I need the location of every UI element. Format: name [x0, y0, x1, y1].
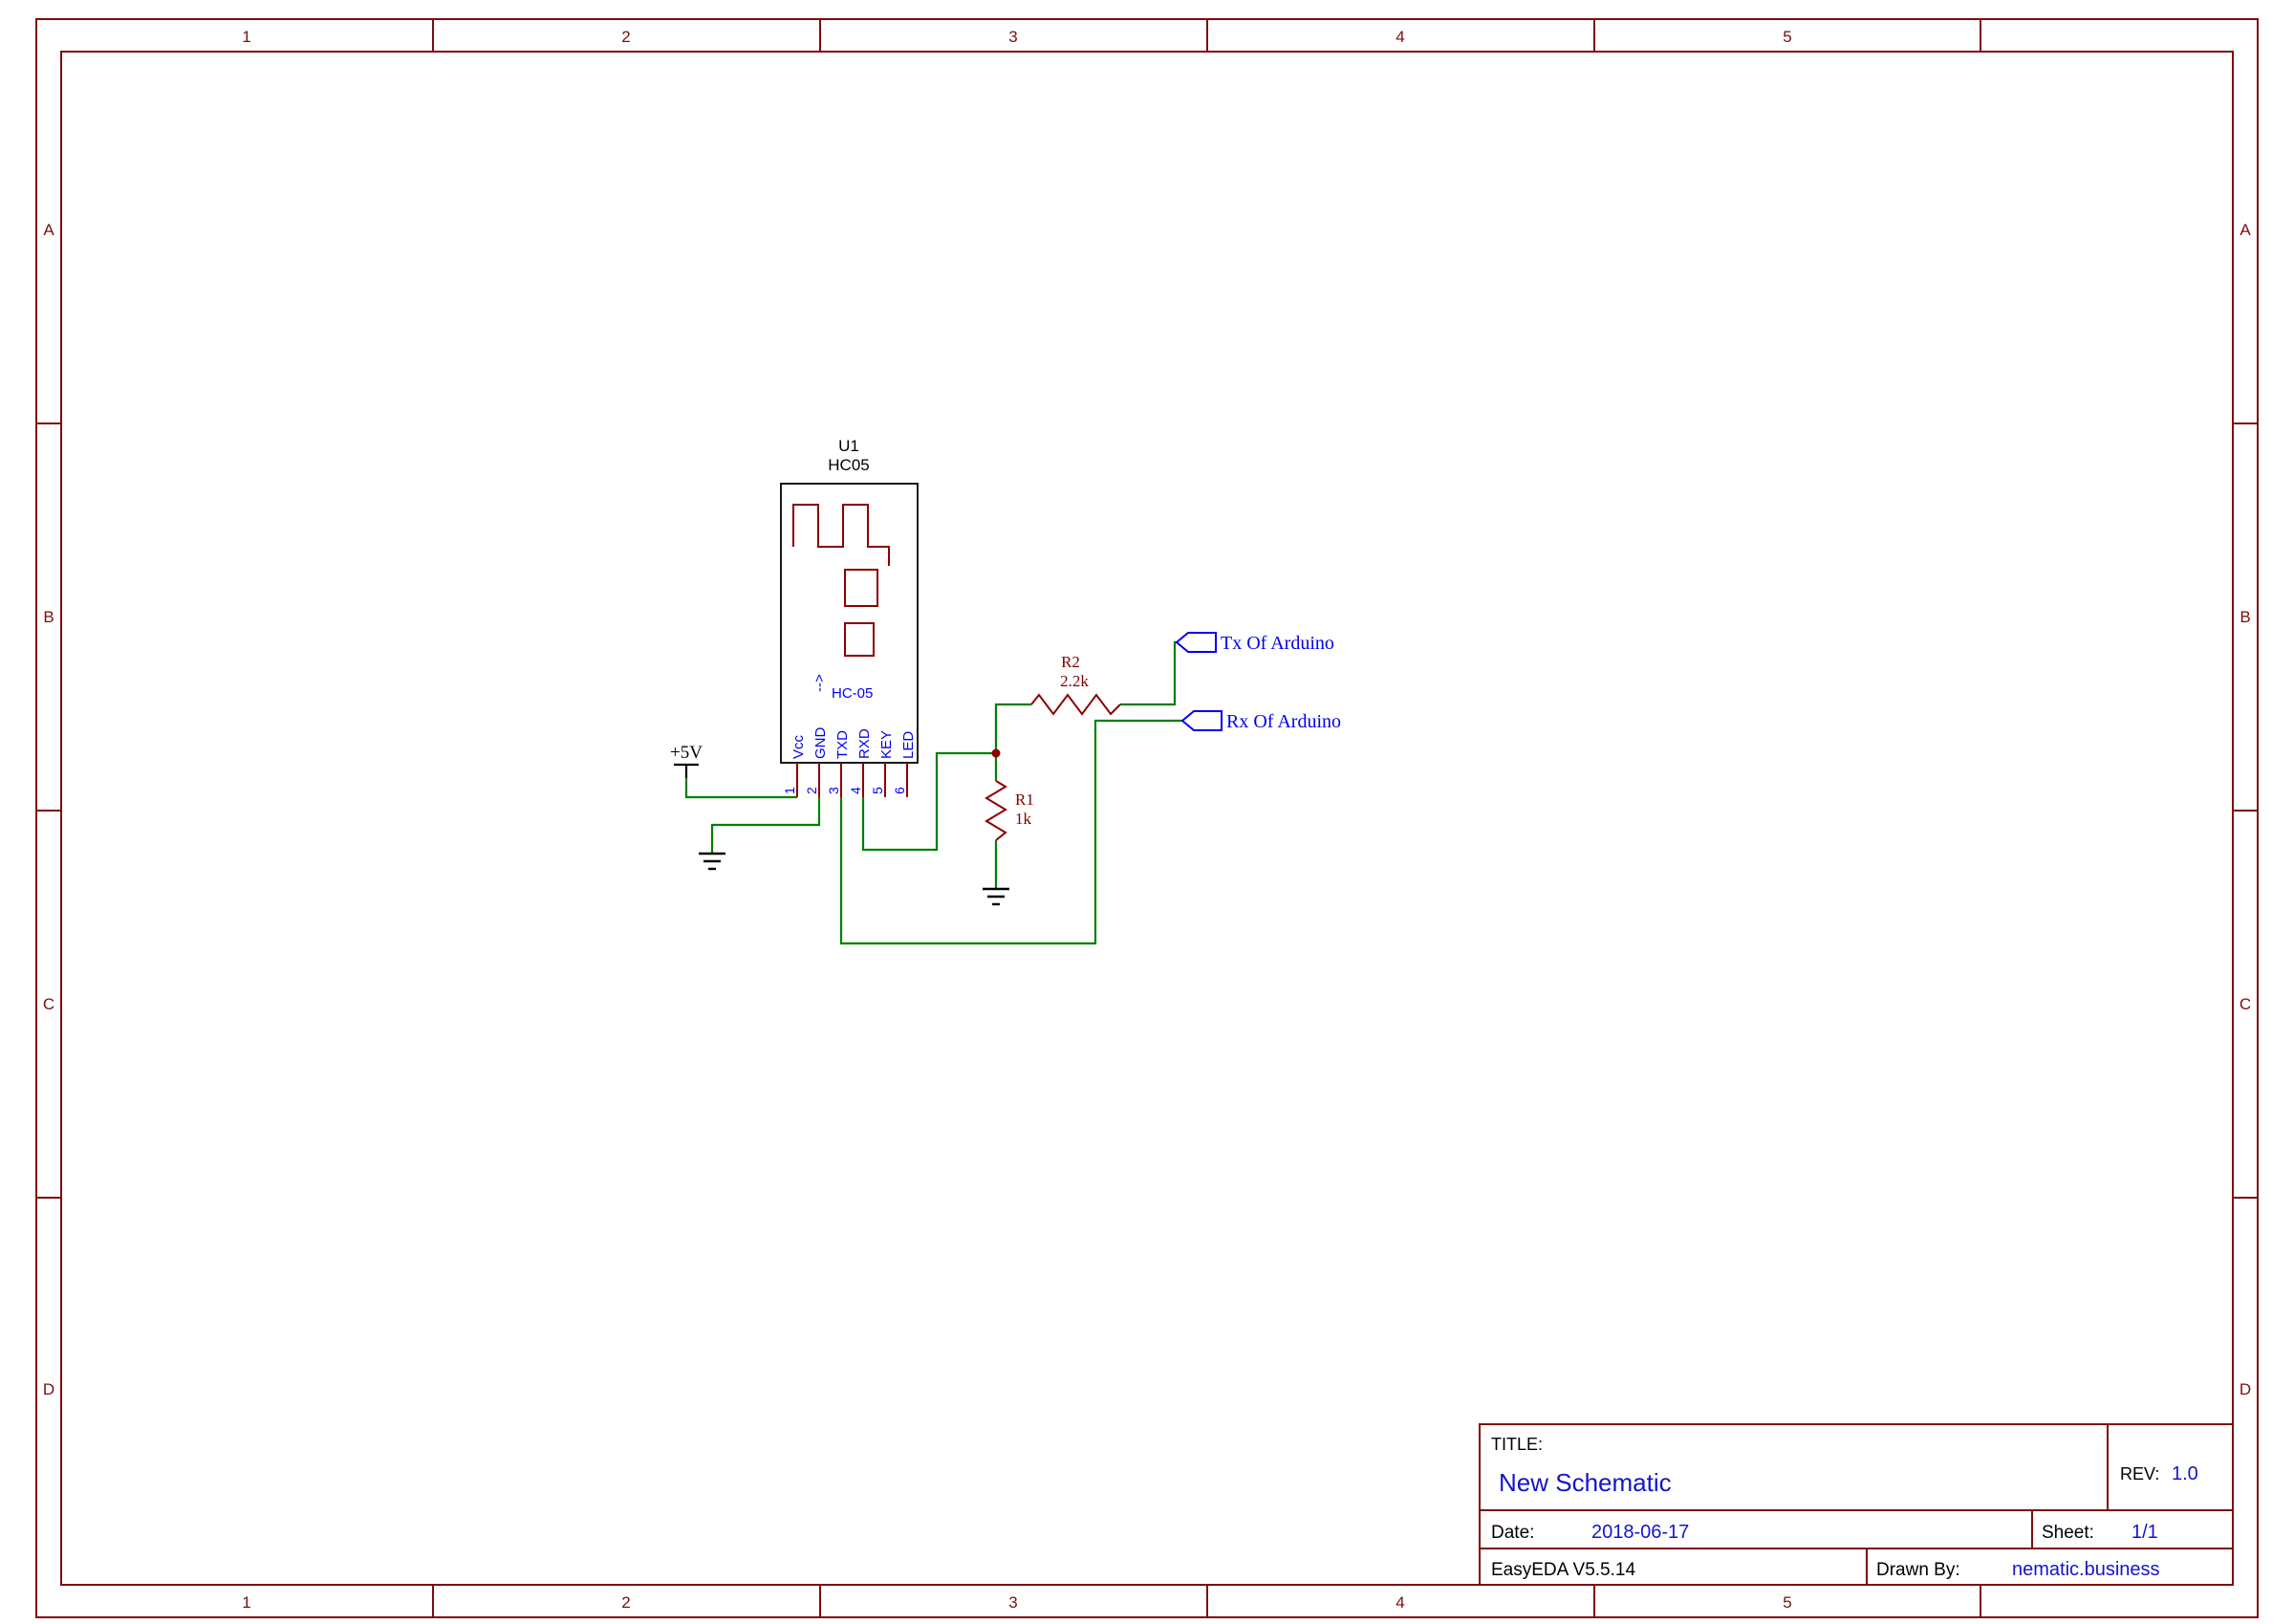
frame-column-label: 4 [1396, 28, 1404, 46]
rev-value: 1.0 [2172, 1463, 2198, 1484]
wires [684, 640, 1182, 945]
r2-designator: R2 [1061, 653, 1080, 671]
frame-column-label: 5 [1783, 28, 1791, 46]
frame-row-label: A [43, 221, 54, 239]
sheet-label: Sheet: [2042, 1523, 2094, 1543]
module-pad-icon [844, 622, 875, 657]
u1-pin-2: GND 2 [804, 727, 829, 797]
pin-name-label: TXD [834, 730, 851, 759]
u1-pin-4: RXD 4 [848, 728, 873, 797]
sheet-frame: 1 2 3 4 5 1 2 3 4 5 A B C D A B C D [35, 18, 2259, 1618]
pin-name-label: Vcc [790, 734, 807, 759]
net-flag-label: Rx Of Arduino [1226, 711, 1341, 732]
net-flag-tx: Tx Of Arduino [1175, 632, 1334, 654]
pin-number-label: 4 [848, 787, 863, 794]
u1-body [780, 483, 919, 764]
pin-name-label: RXD [856, 728, 873, 759]
net-flag-icon [1175, 632, 1217, 653]
ground-symbol [983, 887, 1009, 906]
ground-symbol [699, 852, 725, 871]
frame-row-label: A [2240, 221, 2251, 239]
resistor-r1: R1 1k [985, 780, 1034, 841]
u1-inner-arrow: --> [812, 674, 828, 692]
frame-column-label: 2 [621, 1593, 630, 1612]
frame-row-label: C [43, 995, 54, 1013]
u1-pin-1: Vcc 1 [782, 734, 807, 797]
wire-5v-to-vcc [684, 778, 797, 799]
wire-txd-to-rx-flag [839, 719, 1182, 945]
frame-column-label: 3 [1008, 28, 1017, 46]
frame-column-label: 3 [1008, 1593, 1017, 1612]
wire-rxd-to-junction [861, 751, 996, 852]
wire-gnd-pin-to-ground [710, 797, 821, 854]
date-label: Date: [1491, 1523, 1534, 1543]
sheet-value: 1/1 [2132, 1522, 2158, 1543]
net-flag-icon [1180, 710, 1223, 731]
u1-designator: U1 [838, 437, 859, 455]
pin-name-label: LED [900, 731, 917, 759]
net-flag-rx: Rx Of Arduino [1180, 710, 1341, 732]
pin-name-label: GND [812, 727, 829, 760]
power-flag-5v: +5V [670, 743, 703, 778]
pin-number-label: 3 [826, 787, 841, 794]
r1-designator: R1 [1015, 790, 1034, 809]
frame-inner-border [60, 51, 2234, 1586]
date-value: 2018-06-17 [1591, 1522, 1689, 1543]
title-block-border [1479, 1423, 2234, 1586]
component-u1: U1 HC05 --> HC-05 Vcc 1 GND 2 TXD 3 RXD … [780, 437, 919, 797]
schematic-title: New Schematic [1499, 1468, 1672, 1497]
frame-row-label: D [2240, 1380, 2251, 1398]
wire-junction-to-r2 [994, 703, 1031, 753]
u1-inner-label: HC-05 [832, 685, 873, 702]
u1-pin-3: TXD 3 [826, 730, 851, 797]
frame-row-label: B [2240, 608, 2250, 626]
resistor-zigzag [985, 780, 1007, 841]
u1-pin-6: LED 6 [892, 731, 917, 797]
pin-name-label: KEY [878, 730, 895, 759]
frame-column-label: 1 [242, 28, 250, 46]
frame-column-label: 2 [621, 28, 630, 46]
pin-number-label: 5 [870, 787, 885, 794]
pin-number-label: 1 [782, 787, 797, 794]
r2-value: 2.2k [1060, 672, 1089, 690]
u1-pin-5: KEY 5 [870, 730, 895, 797]
pin-number-label: 6 [892, 787, 907, 794]
frame-outer-border [35, 18, 2259, 1618]
drawn-by-label: Drawn By: [1876, 1560, 1960, 1580]
title-block: TITLE: New Schematic REV: 1.0 Date: 2018… [1479, 1423, 2234, 1586]
resistor-zigzag [1030, 693, 1121, 716]
module-pad-icon [844, 569, 878, 607]
tool-version: EasyEDA V5.5.14 [1491, 1560, 1635, 1580]
power-flag-label: +5V [670, 743, 703, 763]
resistor-r2: R2 2.2k [1030, 653, 1121, 716]
drawn-by-value: nematic.business [2012, 1559, 2160, 1580]
rev-label: REV: [2120, 1464, 2159, 1483]
frame-column-label: 5 [1783, 1593, 1791, 1612]
frame-column-label: 4 [1396, 1593, 1404, 1612]
r1-value: 1k [1015, 810, 1032, 828]
frame-row-label: C [2240, 995, 2251, 1013]
u1-part-name: HC05 [828, 456, 869, 474]
frame-row-label: B [43, 608, 54, 626]
wire-r2-to-tx-flag [1120, 640, 1177, 706]
antenna-icon [792, 504, 890, 566]
net-flag-label: Tx Of Arduino [1221, 633, 1334, 654]
title-label: TITLE: [1491, 1435, 1543, 1454]
frame-row-label: D [43, 1380, 54, 1398]
frame-column-label: 1 [242, 1593, 250, 1612]
pin-number-label: 2 [804, 787, 819, 794]
junction-dot [991, 748, 1001, 758]
